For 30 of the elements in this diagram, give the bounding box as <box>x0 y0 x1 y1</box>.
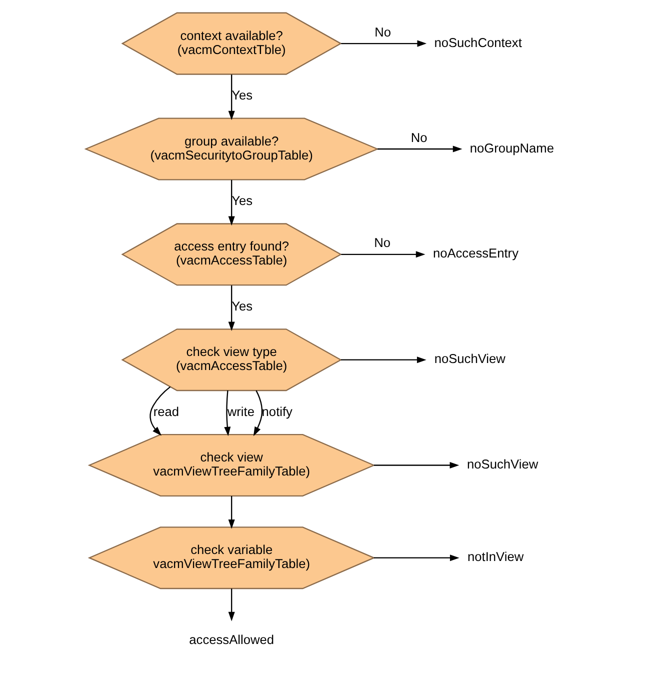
node-text: noGroupName <box>469 140 554 156</box>
edge-label: No <box>410 130 427 145</box>
arrow <box>228 496 234 529</box>
node-text: accessAllowed <box>188 632 274 648</box>
arrow <box>228 285 234 332</box>
arrow <box>340 251 425 258</box>
edge-label: No <box>374 235 390 250</box>
arrow <box>149 386 170 436</box>
arrow <box>228 74 234 120</box>
edge-label: read <box>152 404 179 419</box>
arrow <box>228 588 234 622</box>
arrow <box>373 554 459 562</box>
arrow <box>340 356 426 364</box>
node-text: noSuchContext <box>434 34 522 50</box>
arrow <box>340 40 426 47</box>
node-text: notInView <box>467 549 524 564</box>
arrow <box>373 462 459 469</box>
arrow <box>252 390 262 436</box>
node-text: noAccessEntry <box>432 246 518 261</box>
node-text: noSuchView <box>434 351 505 366</box>
edge-label: notify <box>261 404 292 419</box>
node-text: noSuchView <box>466 456 538 472</box>
edge-label: write <box>226 404 254 419</box>
arrow <box>228 180 234 226</box>
arrow <box>377 146 462 152</box>
arrow <box>224 390 230 436</box>
edge-label: No <box>374 24 391 40</box>
edge-label: Yes <box>231 88 252 103</box>
edge-label: Yes <box>231 298 252 314</box>
edge-label: Yes <box>231 192 252 208</box>
